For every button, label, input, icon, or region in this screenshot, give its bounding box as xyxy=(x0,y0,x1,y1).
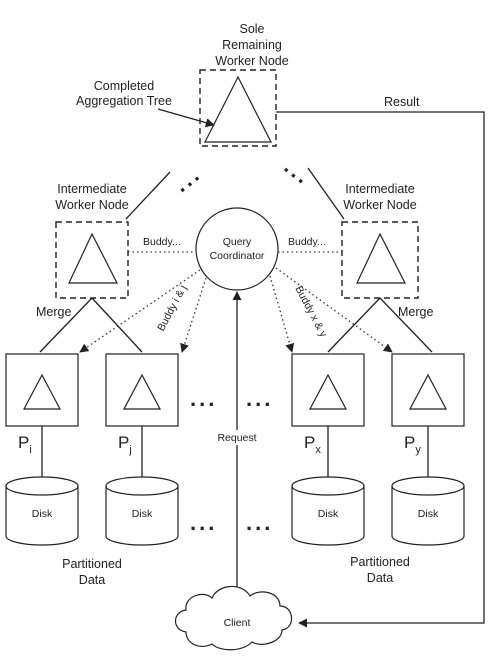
buddy-ij-label: Buddy i & j xyxy=(155,283,189,333)
client-label: Client xyxy=(224,617,251,629)
merge-label-left: Merge xyxy=(36,305,71,319)
partitioned-right-line1: Partitioned xyxy=(350,555,410,569)
client-cloud xyxy=(174,585,293,651)
sole-worker-node-box xyxy=(199,69,277,147)
disk-label-y: Disk xyxy=(418,508,439,520)
ellipsis-partitions-right: ... xyxy=(246,386,273,411)
partition-triangle-y xyxy=(409,373,447,410)
buddy-label-right: Buddy... xyxy=(288,236,326,248)
ellipsis-disks-left: ... xyxy=(190,510,217,535)
partition-label-y: Py xyxy=(404,433,421,456)
intermediate-left-triangle xyxy=(68,232,118,284)
buddy-xy-label: Buddy x & y xyxy=(292,284,329,340)
request-label-bg xyxy=(214,430,260,445)
merge-line-left-to-pi xyxy=(39,297,93,353)
completed-label-line1: Completed xyxy=(94,79,154,93)
intermediate-right-line1: Intermediate xyxy=(345,182,415,196)
merge-line-left-to-pj xyxy=(91,297,143,353)
intermediate-right-line2: Worker Node xyxy=(343,198,416,212)
merge-line-right-to-px xyxy=(327,297,381,353)
query-coordinator-circle xyxy=(195,207,279,291)
partition-box-y xyxy=(391,353,465,427)
partition-label-i: Pi xyxy=(18,433,32,456)
sole-label-line2: Remaining xyxy=(222,38,282,52)
disk-label-j: Disk xyxy=(132,508,153,520)
ellipsis-partitions-left: ... xyxy=(190,386,217,411)
merge-label-right: Merge xyxy=(398,305,433,319)
disk-x: Disk xyxy=(291,476,365,546)
intermediate-right-triangle xyxy=(356,232,406,284)
disk-y: Disk xyxy=(391,476,465,546)
intermediate-right-uplink xyxy=(307,167,345,220)
partition-triangle-j xyxy=(123,373,161,410)
partition-triangle-x xyxy=(309,373,347,410)
buddy-arrow-to-pi xyxy=(79,269,201,353)
partition-label-x: Px xyxy=(304,433,321,456)
query-coordinator-line1: Query xyxy=(223,236,252,248)
partition-label-j: Pj xyxy=(118,433,132,456)
buddy-arrow-to-px xyxy=(269,275,295,353)
buddy-label-left: Buddy... xyxy=(143,236,181,248)
intermediate-left-uplink xyxy=(125,171,171,220)
merge-line-right-to-py xyxy=(379,297,433,353)
intermediate-left-line2: Worker Node xyxy=(55,198,128,212)
sole-label-line1: Sole xyxy=(239,22,264,36)
disk-j: Disk xyxy=(105,476,179,546)
request-label: Request xyxy=(217,432,256,444)
completed-tree-pointer-arrow xyxy=(157,108,215,128)
partitioned-left-line2: Data xyxy=(79,573,105,587)
disk-i: Disk xyxy=(5,476,79,546)
disk-label-i: Disk xyxy=(32,508,53,520)
result-arrow xyxy=(276,111,485,628)
partitioned-right-line2: Data xyxy=(367,571,393,585)
completed-aggregation-tree-triangle xyxy=(204,75,272,143)
result-label: Result xyxy=(384,95,420,109)
completed-label-line2: Aggregation Tree xyxy=(76,94,172,108)
ellipsis-left-upper: ... xyxy=(169,160,206,197)
ellipsis-disks-right: ... xyxy=(246,510,273,535)
disk-label-x: Disk xyxy=(318,508,339,520)
partitioned-left-line1: Partitioned xyxy=(62,557,122,571)
sole-label-line3: Worker Node xyxy=(215,54,288,68)
partition-box-j xyxy=(105,353,179,427)
buddy-arrow-to-py xyxy=(275,267,393,353)
intermediate-left-line1: Intermediate xyxy=(57,182,127,196)
partition-triangle-i xyxy=(23,373,61,410)
partition-box-x xyxy=(291,353,365,427)
partition-box-i xyxy=(5,353,79,427)
query-coordinator-line2: Coordinator xyxy=(210,250,265,262)
